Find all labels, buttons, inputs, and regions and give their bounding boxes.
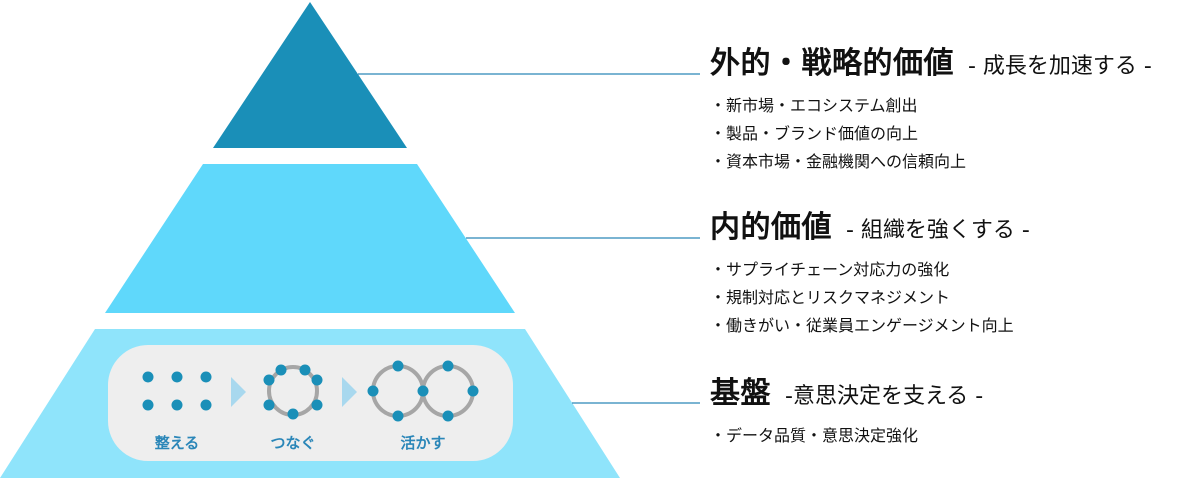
step-label-organize: 整える (155, 434, 200, 452)
step-arrow-icon (231, 377, 246, 407)
connected-ring-icon (263, 364, 323, 420)
bullet-item: ・データ品質・意思決定強化 (710, 426, 919, 445)
tier-base-subtitle: -意思決定を支える - (785, 384, 984, 409)
tier-middle-description: 内的価値 - 組織を強くする - ・サプライチェーン対応力の強化 ・規制対応とリス… (710, 202, 1030, 340)
bullet-item: ・サプライチェーン対応力の強化 (710, 260, 950, 279)
bullet-item: ・新市場・エコシステム創出 (710, 96, 918, 115)
step-label-utilize: 活かす (400, 434, 445, 452)
pyramid-tier-middle (105, 164, 515, 313)
bullet-item: ・規制対応とリスクマネジメント (710, 288, 951, 307)
tier-top-bullets: ・新市場・エコシステム創出 ・製品・ブランド価値の向上 ・資本市場・金融機関への… (710, 92, 1152, 176)
tier-middle-bullets: ・サプライチェーン対応力の強化 ・規制対応とリスクマネジメント ・働きがい・従業… (710, 256, 1030, 340)
tier-base-bullets: ・データ品質・意思決定強化 (710, 422, 983, 450)
pyramid-tier-top (213, 2, 407, 148)
tier-middle-title: 内的価値 (710, 210, 832, 245)
tier-top-heading: 外的・戦略的価値 - 成長を加速する - (710, 38, 1152, 82)
bullet-item: ・働きがい・従業員エンゲージメント向上 (710, 316, 1014, 335)
step-label-connect: つなぐ (270, 434, 315, 452)
tier-middle-heading: 内的価値 - 組織を強くする - (710, 202, 1030, 246)
tier-top-title: 外的・戦略的価値 (710, 46, 954, 81)
infinity-rings-icon (367, 360, 479, 422)
tier-base-description: 基盤 -意思決定を支える - ・データ品質・意思決定強化 (710, 368, 983, 450)
step-arrow-icon (342, 377, 357, 407)
tier-base-heading: 基盤 -意思決定を支える - (710, 368, 983, 412)
tier-top-subtitle: - 成長を加速する - (968, 54, 1152, 79)
bullet-item: ・製品・ブランド価値の向上 (710, 124, 919, 143)
tier-base-title: 基盤 (710, 376, 771, 411)
tier-top-description: 外的・戦略的価値 - 成長を加速する - ・新市場・エコシステム創出 ・製品・ブラ… (710, 38, 1152, 176)
dots-grid-icon (142, 371, 212, 411)
bullet-item: ・資本市場・金融機関への信頼向上 (710, 152, 967, 171)
tier-middle-subtitle: - 組織を強くする - (846, 218, 1030, 243)
